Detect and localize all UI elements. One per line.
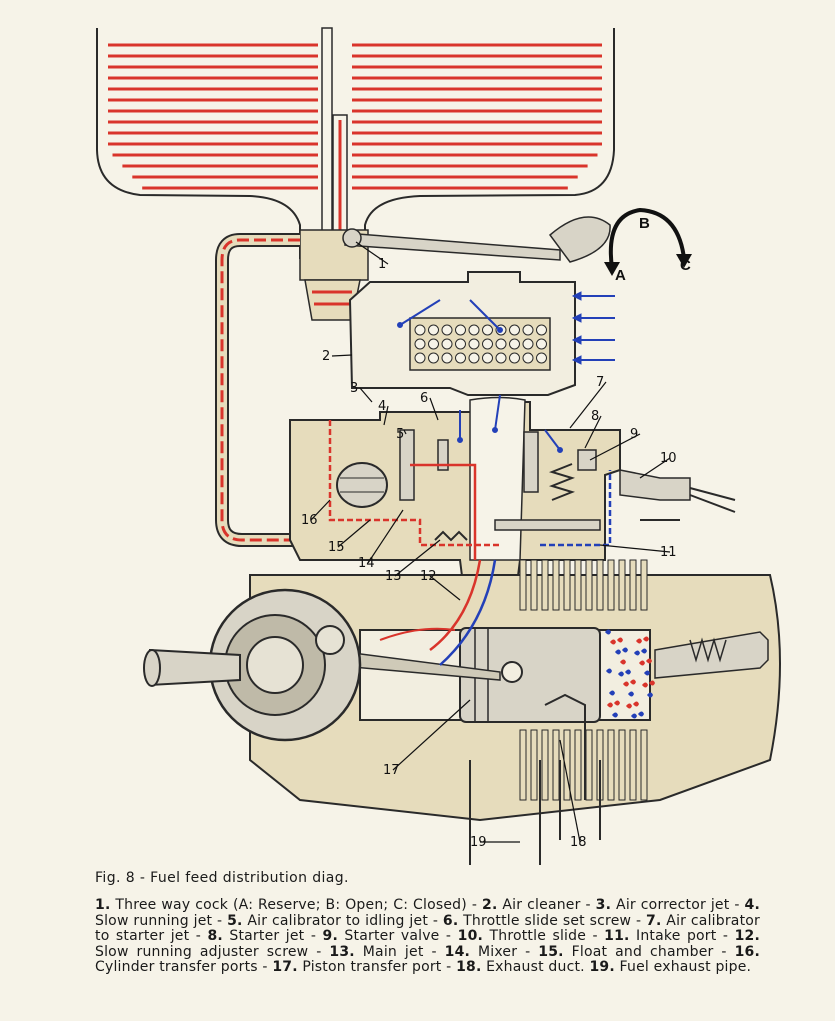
callout-leader-15 — [337, 519, 371, 548]
callout-11: 11 — [660, 545, 677, 560]
legend-number: 8. — [207, 928, 223, 945]
callout-17: 17 — [383, 763, 400, 778]
callout-18: 18 — [570, 835, 587, 850]
legend-text: Throttle slide - — [483, 928, 605, 945]
callout-13: 13 — [385, 569, 402, 584]
callout-leader-1 — [355, 241, 389, 265]
three-way-cock — [299, 216, 611, 321]
legend-text: Mixer - — [470, 943, 539, 960]
legend-text: Throttle slide set screw - — [458, 912, 647, 929]
caption-block: Fig. 8 - Fuel feed distribution diag. 1.… — [95, 870, 760, 976]
callout-leader-11 — [599, 544, 671, 553]
legend-number: 16. — [734, 943, 760, 960]
label-c: C — [680, 257, 691, 274]
callout-15: 15 — [328, 540, 345, 555]
legend-number: 2. — [482, 897, 498, 913]
callout-10: 10 — [660, 451, 677, 466]
callout-16: 16 — [301, 513, 318, 528]
legend-number: 12. — [734, 928, 760, 945]
legend-number: 18. — [456, 959, 482, 976]
legend-number: 5. — [227, 912, 243, 929]
legend-text: Air calibrator to starter jet - — [95, 912, 760, 945]
callout-leader-9 — [589, 433, 641, 461]
callout-7: 7 — [596, 375, 604, 390]
callout-8: 8 — [591, 409, 599, 424]
legend-number: 14. — [444, 943, 471, 960]
callout-leader-18 — [559, 739, 581, 843]
callout-leader-2 — [331, 354, 353, 357]
legend-text: Fuel exhaust pipe. — [614, 959, 752, 976]
callout-1: 1 — [378, 257, 386, 272]
legend-number: 13. — [329, 943, 355, 960]
legend-number: 17. — [272, 959, 298, 976]
legend-text: Intake port - — [629, 928, 735, 945]
legend-number: 15. — [538, 943, 564, 960]
legend-text: Three way cock (A: Reserve; B: Open; C: … — [110, 897, 483, 913]
callout-6: 6 — [420, 391, 428, 406]
legend-text: Air cleaner - — [497, 897, 596, 913]
callout-leader-6 — [429, 397, 439, 421]
tank-fuel-level-lines — [108, 43, 602, 190]
fuel-tank — [96, 27, 615, 259]
label-a: A — [615, 267, 626, 284]
legend-text: Air corrector jet - — [611, 897, 745, 913]
legend-text: Cylinder transfer ports - — [95, 959, 273, 976]
callout-leader-7 — [569, 381, 607, 429]
air-filter-element — [414, 324, 547, 364]
callout-5: 5 — [396, 427, 404, 442]
legend-number: 3. — [595, 897, 612, 913]
cock-direction-arrow: A B C — [604, 207, 692, 284]
legend-number: 19. — [589, 959, 615, 976]
callout-leader-3 — [359, 387, 373, 403]
legend-number: 7. — [646, 912, 662, 929]
legend-number: 1. — [95, 897, 111, 913]
callout-12: 12 — [420, 569, 437, 584]
legend-text: Slow running adjuster screw - — [95, 943, 330, 960]
combustion-mixture-droplets — [605, 629, 655, 719]
callout-19: 19 — [470, 835, 487, 850]
callout-9: 9 — [630, 427, 638, 442]
callout-leader-14 — [367, 509, 404, 564]
fuel-feed-pipe — [215, 233, 305, 547]
fuel-feed-diagram: A B C — [96, 27, 781, 865]
callout-3: 3 — [350, 381, 358, 396]
callout-14: 14 — [358, 556, 375, 571]
legend-text: Starter valve - — [337, 928, 458, 945]
callout-2: 2 — [322, 349, 330, 364]
callout-leader-10 — [639, 457, 671, 479]
callout-leader-13 — [394, 539, 441, 577]
legend-text: Piston transfer port - — [297, 959, 457, 976]
legend-number: 10. — [457, 928, 484, 945]
air-cleaner — [348, 271, 576, 396]
legend-text: Float and chamber - — [563, 943, 735, 960]
callout-4: 4 — [378, 399, 386, 414]
callout-leader-16 — [310, 499, 331, 521]
air-flow-arrows — [397, 291, 615, 453]
legend-number: 11. — [604, 928, 630, 945]
callout-leader-17 — [392, 699, 471, 771]
callout-leader-12 — [429, 575, 461, 601]
legend-number: 6. — [442, 912, 459, 929]
parts-legend: 1. Three way cock (A: Reserve; B: Open; … — [95, 897, 760, 976]
engine-cylinder — [143, 559, 781, 865]
carburettor-body — [289, 396, 736, 601]
callout-leader-8 — [584, 415, 602, 449]
legend-text: Main jet - — [354, 943, 445, 960]
legend-number: 9. — [322, 928, 338, 945]
legend-text: Exhaust duct. — [481, 959, 590, 976]
legend-number: 4. — [744, 897, 760, 913]
callout-leader-5 — [403, 429, 407, 435]
legend-text: Air calibrator to idling jet - — [242, 912, 443, 929]
label-b: B — [639, 215, 650, 232]
callout-leader-4 — [383, 405, 389, 426]
legend-text: Starter jet - — [222, 928, 323, 945]
legend-text: Slow running jet - — [95, 912, 228, 929]
figure-caption: Fig. 8 - Fuel feed distribution diag. — [95, 870, 349, 886]
